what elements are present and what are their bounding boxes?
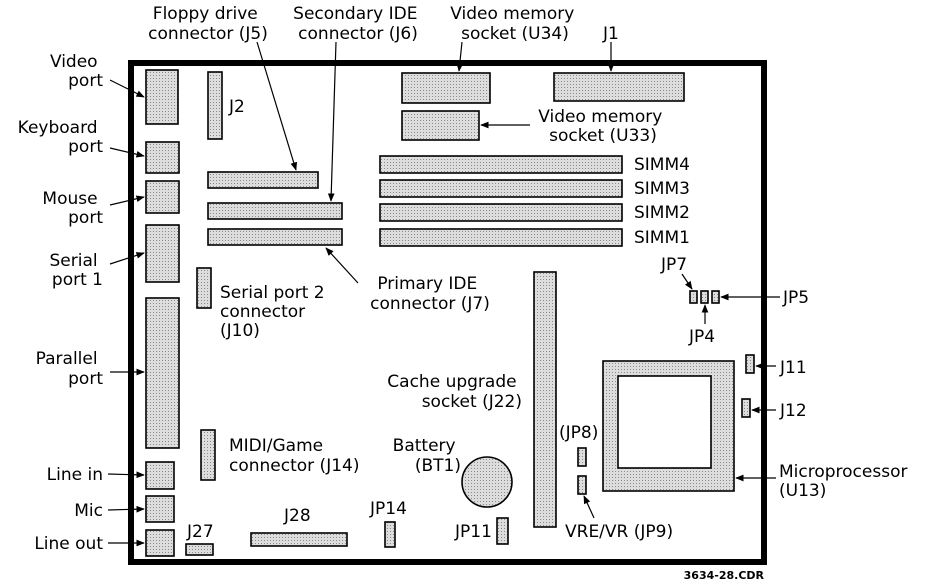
primary-ide-label: Primary IDE connector (J7) xyxy=(370,274,490,314)
j28-label: J28 xyxy=(283,506,311,526)
line-out-jack xyxy=(145,529,175,557)
j2-header xyxy=(207,71,223,140)
line-out-label: Line out xyxy=(34,534,103,554)
j11-label: J11 xyxy=(779,358,807,378)
j27-header xyxy=(185,543,214,556)
keyboard-port-connector xyxy=(145,141,180,174)
mic-leader xyxy=(107,505,145,513)
keyboard-port-label: Keyboard port xyxy=(18,118,104,157)
vre-vr-leader xyxy=(583,495,595,519)
jp7-jumper xyxy=(689,290,698,304)
jp11-label: JP11 xyxy=(454,522,492,542)
primary-ide-leader xyxy=(325,247,359,284)
jp11-jumper xyxy=(496,517,509,545)
parallel-port-connector xyxy=(145,297,180,449)
jp5-label: JP5 xyxy=(782,288,809,308)
secondary-ide-leader xyxy=(327,41,337,202)
j1-connector xyxy=(553,72,685,102)
video-memory-u33-label: Video memory socket (U33) xyxy=(538,107,667,146)
simm1-label: SIMM1 xyxy=(634,228,690,248)
video-port-connector xyxy=(145,69,179,125)
j28-header xyxy=(250,532,348,547)
j2-label: J2 xyxy=(228,97,245,117)
midi-game-connector-j14 xyxy=(200,429,216,481)
simm4-label: SIMM4 xyxy=(634,155,690,175)
vre-vr-jp9-label: VRE/VR (JP9) xyxy=(565,522,673,542)
cache-upgrade-socket-j22 xyxy=(533,271,557,528)
video-memory-socket-u34 xyxy=(401,72,491,104)
j12-label: J12 xyxy=(779,401,807,421)
simm1-socket xyxy=(379,228,623,247)
board-outline xyxy=(128,60,767,565)
midi-game-label: MIDI/Game connector (J14) xyxy=(229,436,359,476)
mouse-port-connector xyxy=(145,180,180,214)
serial-port-2-label: Serial port 2 connector (J10) xyxy=(220,283,330,341)
simm3-label: SIMM3 xyxy=(634,179,690,199)
j12-header xyxy=(741,398,751,418)
line-in-label: Line in xyxy=(47,465,103,485)
serial-port-1-label: Serial port 1 xyxy=(49,251,103,290)
video-memory-u34-label: Video memory socket (U34) xyxy=(450,4,579,44)
j1-label: J1 xyxy=(602,24,619,44)
battery-label: Battery (BT1) xyxy=(393,436,461,476)
keyboard-port-leader xyxy=(109,147,145,158)
jp7-leader xyxy=(681,273,693,290)
floppy-connector-j5 xyxy=(207,171,319,189)
simm3-socket xyxy=(379,179,623,198)
jp4-jumper xyxy=(700,290,709,304)
mouse-port-label: Mouse port xyxy=(42,189,103,228)
jp8-label: (JP8) xyxy=(559,423,598,443)
simm2-socket xyxy=(379,203,623,222)
figure-file-name: 3634-28.CDR xyxy=(684,569,765,582)
jp4-label: JP4 xyxy=(688,327,715,347)
video-port-leader xyxy=(109,79,145,98)
microprocessor-label: Microprocessor (U13) xyxy=(779,462,913,501)
video-memory-socket-u33 xyxy=(401,110,480,141)
cache-socket-label: Cache upgrade socket (J22) xyxy=(387,372,522,412)
video-port-label: Video port xyxy=(50,52,103,91)
jp14-label: JP14 xyxy=(369,499,407,519)
floppy-connector-label: Floppy drive connector (J5) xyxy=(148,4,268,44)
parallel-port-label: Parallel port xyxy=(36,349,104,389)
simm2-label: SIMM2 xyxy=(634,203,690,223)
jp7-label: JP7 xyxy=(660,255,687,275)
video-mem-u34-leader xyxy=(456,41,464,72)
floppy-leader xyxy=(256,41,298,171)
jp9-jumper xyxy=(577,475,587,495)
jp8-jumper xyxy=(577,447,587,467)
microprocessor-chip-window xyxy=(617,375,712,469)
secondary-ide-label: Secondary IDE connector (J6) xyxy=(293,4,423,44)
jp5-jumper xyxy=(711,290,720,304)
j11-header xyxy=(745,354,755,374)
mouse-port-leader xyxy=(109,195,145,206)
serial-port-2-connector-j10 xyxy=(196,267,212,309)
line-in-leader xyxy=(107,471,145,479)
j27-label: J27 xyxy=(186,522,214,542)
serial-port-1-leader xyxy=(109,252,145,265)
primary-ide-connector-j7 xyxy=(207,228,343,246)
simm4-socket xyxy=(379,155,623,174)
jp14-jumper xyxy=(384,521,396,548)
line-in-jack xyxy=(145,461,175,490)
battery-bt1 xyxy=(461,456,513,508)
secondary-ide-connector-j6 xyxy=(207,202,343,220)
serial-port-1-connector xyxy=(145,224,180,283)
mic-jack xyxy=(145,495,175,523)
mic-label: Mic xyxy=(74,501,103,521)
